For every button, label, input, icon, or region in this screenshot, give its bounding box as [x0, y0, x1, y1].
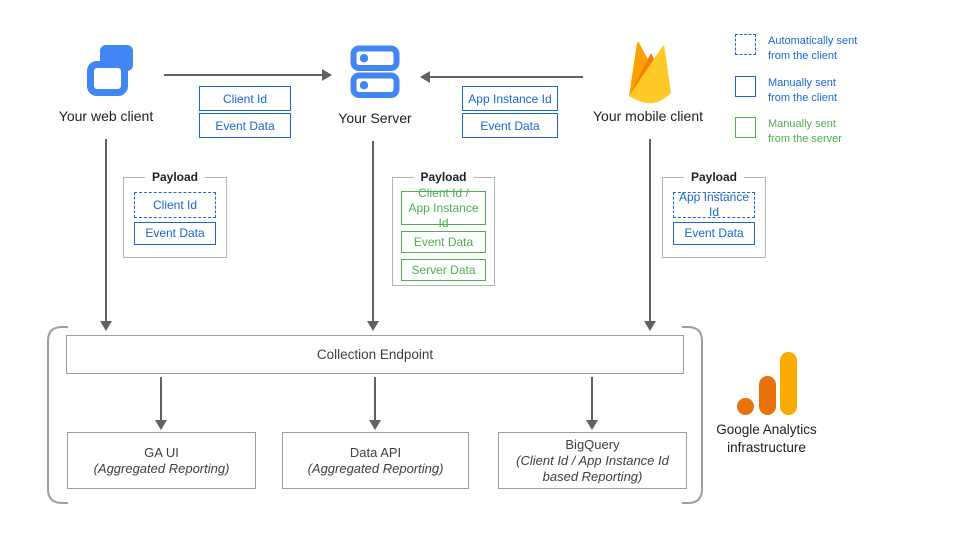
arrow-shaft [105, 139, 107, 322]
ga-infrastructure-label: Google Analytics infrastructure [716, 422, 817, 455]
arrow-shaft [164, 74, 323, 76]
mobile-client-label: Your mobile client [593, 108, 703, 124]
arrowhead-down-icon [100, 321, 112, 331]
legend-label: Manually sent from the client [768, 77, 838, 104]
web-client-icon [87, 45, 133, 96]
left-bracket [47, 326, 68, 504]
arrow-mobile-to-server [420, 71, 583, 83]
arrow-endpoint-to-bigquery [586, 377, 598, 430]
data-api-box: Data API (Aggregated Reporting) [282, 432, 469, 489]
payload-item-client-or-app-instance-id: Client Id / App Instance Id [401, 186, 486, 230]
payload-web: Payload Client Id Event Data [123, 170, 227, 258]
param-event-data: Event Data [199, 113, 291, 138]
data-api-title: Data API [349, 445, 402, 460]
arrow-endpoint-to-data-api [369, 377, 381, 430]
bigquery-box: BigQuery (Client Id / App Instance Id ba… [498, 432, 687, 489]
arrowhead-down-icon [586, 420, 598, 430]
arrow-shaft [649, 139, 651, 322]
payload-item-client-id: Client Id [134, 192, 216, 218]
legend-label: Manually sent from the server [768, 118, 842, 145]
ga-ui-title: GA UI [144, 445, 179, 460]
payload-server: Payload Client Id / App Instance Id Even… [392, 170, 495, 286]
payload-item-event-data: Event Data [673, 222, 755, 245]
arrow-shaft [374, 377, 376, 421]
legend-item-manual-server: Manually sent from the server [735, 117, 842, 146]
payload-item-event-data: Event Data [401, 231, 486, 253]
payload-mobile: Payload App Instance Id Event Data [662, 170, 766, 258]
payload-title: Payload [144, 170, 206, 184]
bigquery-subtitle: (Client Id / App Instance Id based Repor… [516, 453, 669, 484]
arrow-web-to-endpoint [100, 139, 112, 331]
arrow-shaft [372, 141, 374, 322]
arrowhead-right-icon [322, 69, 332, 81]
right-bracket [682, 326, 703, 504]
arrow-server-to-endpoint [367, 141, 379, 331]
param-event-data: Event Data [462, 113, 558, 138]
arrowhead-down-icon [369, 420, 381, 430]
arrow-shaft [591, 377, 593, 421]
firebase-icon [629, 41, 671, 104]
arrowhead-down-icon [155, 420, 167, 430]
collection-endpoint-box: Collection Endpoint [66, 335, 684, 374]
param-client-id: Client Id [199, 86, 291, 111]
ga-ui-box: GA UI (Aggregated Reporting) [67, 432, 256, 489]
data-api-subtitle: (Aggregated Reporting) [307, 461, 444, 476]
arrow-web-to-server [164, 69, 332, 81]
payload-item-event-data: Event Data [134, 222, 216, 245]
payload-title: Payload [683, 170, 745, 184]
arrowhead-down-icon [367, 321, 379, 331]
arrow-mobile-to-endpoint [644, 139, 656, 331]
param-app-instance-id: App Instance Id [462, 86, 558, 111]
legend-item-manual-client: Manually sent from the client [735, 76, 837, 105]
dashed-blue-swatch-icon [735, 34, 756, 55]
payload-title: Payload [413, 170, 474, 184]
payload-item-app-instance-id: App Instance Id [673, 190, 755, 219]
arrowhead-left-icon [420, 71, 430, 83]
solid-blue-swatch-icon [735, 76, 756, 97]
payload-item-server-data: Server Data [401, 259, 486, 281]
arrow-endpoint-to-ga-ui [155, 377, 167, 430]
ga-ui-subtitle: (Aggregated Reporting) [93, 461, 230, 476]
bigquery-title: BigQuery [565, 437, 620, 452]
legend-item-automatic-client: Automatically sent from the client [735, 34, 857, 63]
arrow-shaft [429, 76, 583, 78]
legend-label: Automatically sent from the client [768, 35, 858, 62]
web-client-label: Your web client [58, 108, 154, 124]
arrowhead-down-icon [644, 321, 656, 331]
arrow-shaft [160, 377, 162, 421]
server-icon [350, 45, 400, 98]
collection-endpoint-label: Collection Endpoint [316, 347, 434, 362]
google-analytics-logo [737, 352, 797, 415]
solid-green-swatch-icon [735, 117, 756, 138]
server-label: Your Server [338, 110, 412, 126]
